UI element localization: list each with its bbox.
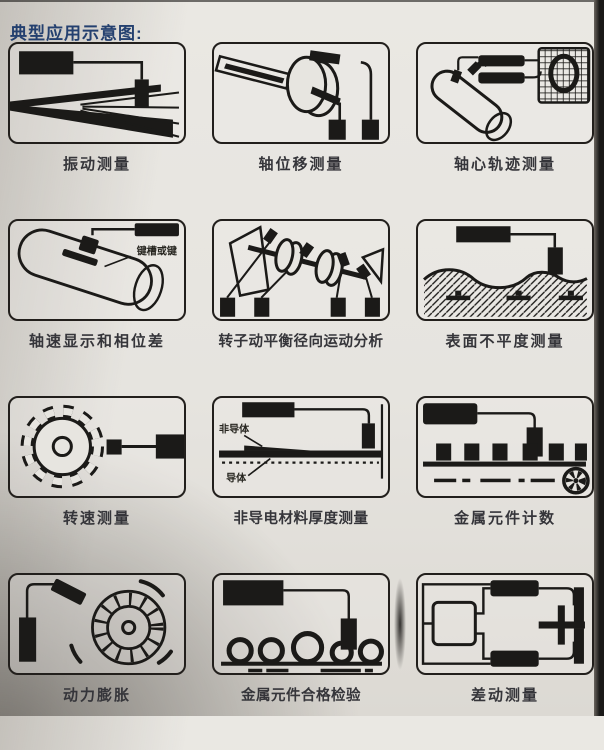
page-title: 典型应用示意图: bbox=[10, 24, 143, 44]
panel-caption: 金属元件计数 bbox=[453, 510, 556, 527]
panel-frame bbox=[8, 573, 186, 675]
panel-frame: 非导体 导体 bbox=[212, 396, 390, 498]
panel-frame bbox=[416, 219, 594, 321]
panel-shaft-displacement: 轴位移测量 bbox=[212, 42, 390, 219]
rpm-diagram-art bbox=[20, 404, 184, 489]
panel-frame bbox=[416, 396, 594, 498]
panel-frame bbox=[8, 396, 186, 498]
panel-caption: 振动测量 bbox=[62, 156, 131, 173]
panel-inspection: 金属元件合格检验 bbox=[212, 573, 390, 750]
panel-frame bbox=[212, 42, 390, 144]
panel-frame bbox=[416, 42, 594, 144]
panel-shaft-orbit: 轴心轨迹测量 bbox=[416, 42, 594, 219]
vibration-diagram-art bbox=[10, 51, 180, 138]
panel-caption: 表面不平度测量 bbox=[445, 333, 565, 350]
photo-right-edge bbox=[594, 0, 604, 716]
panel-rotor-balance: 转子动平衡径向运动分析 bbox=[212, 219, 390, 396]
panel-caption: 金属元件合格检验 bbox=[241, 688, 361, 704]
panel-caption: 轴速显示和相位差 bbox=[28, 333, 165, 350]
panel-differential: 差动测量 bbox=[416, 573, 594, 750]
panel-caption: 差动测量 bbox=[470, 687, 539, 704]
panel-caption: 转速测量 bbox=[62, 510, 131, 527]
shaft-orbit-diagram-art bbox=[430, 46, 591, 142]
photo-top-edge bbox=[0, 0, 604, 2]
panel-shaft-speed-phase: 键槽或键 轴速显示和相位差 bbox=[8, 219, 186, 396]
surface-flatness-diagram-art bbox=[423, 226, 588, 317]
nonconductor-label: 非导体 bbox=[219, 422, 250, 435]
panel-caption: 轴位移测量 bbox=[258, 156, 344, 173]
panel-frame bbox=[212, 219, 390, 321]
shaft-displacement-diagram-art bbox=[214, 50, 379, 140]
panel-rpm: 转速测量 bbox=[8, 396, 186, 573]
panel-counting: 金属元件计数 bbox=[416, 396, 594, 573]
inspection-diagram-art bbox=[221, 580, 384, 673]
panel-frame bbox=[8, 42, 186, 144]
panel-frame bbox=[416, 573, 594, 675]
differential-diagram-art bbox=[421, 580, 585, 667]
expansion-diagram-art bbox=[19, 578, 173, 666]
keyway-label: 键槽或键 bbox=[136, 244, 178, 257]
diagram-grid: 振动测量 轴位移测量 bbox=[8, 42, 594, 750]
photo-shadow-smudge bbox=[394, 578, 406, 670]
panel-vibration: 振动测量 bbox=[8, 42, 186, 219]
counting-diagram-art bbox=[423, 403, 590, 495]
panel-surface-flatness: 表面不平度测量 bbox=[416, 219, 594, 396]
panel-caption: 非导电材料厚度测量 bbox=[233, 511, 369, 527]
thickness-diagram-art: 非导体 导体 bbox=[219, 402, 384, 485]
panel-caption: 动力膨胀 bbox=[62, 687, 131, 704]
panel-frame bbox=[212, 573, 390, 675]
panel-caption: 转子动平衡径向运动分析 bbox=[218, 334, 384, 350]
rotor-balance-diagram-art bbox=[220, 225, 385, 317]
panel-expansion: 动力膨胀 bbox=[8, 573, 186, 750]
panel-frame: 键槽或键 bbox=[8, 219, 186, 321]
panel-caption: 轴心轨迹测量 bbox=[453, 156, 556, 173]
panel-thickness: 非导体 导体 非导电材料厚度测量 bbox=[212, 396, 390, 573]
conductor-label: 导体 bbox=[226, 472, 247, 485]
shaft-speed-diagram-art: 键槽或键 bbox=[17, 223, 179, 312]
